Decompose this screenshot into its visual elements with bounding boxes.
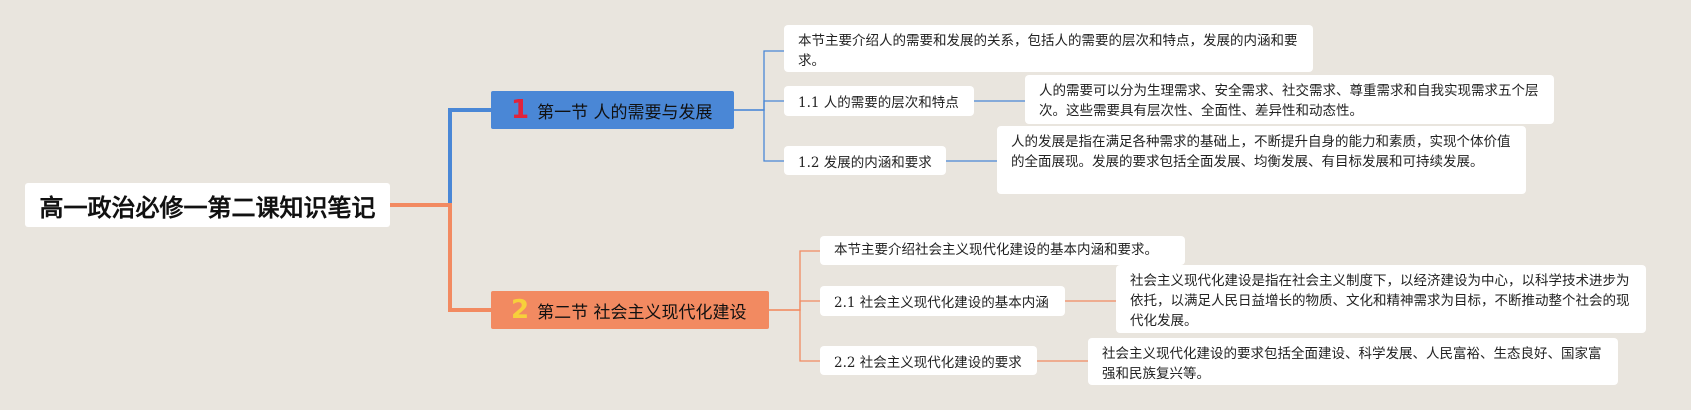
topic-2-2-detail-text: 社会主义现代化建设的要求包括全面建设、科学发展、人民富裕、生态良好、国家富强和民… [1102, 346, 1602, 382]
topic-1-2-label: 1.2 发展的内涵和要求 [798, 154, 932, 171]
topic-2-2-label: 2.2 社会主义现代化建设的要求 [834, 354, 1022, 371]
link-section-1-to-topic-2 [734, 109, 784, 162]
topic-1-2-detail-text: 人的发展是指在满足各种需求的基础上，不断提升自身的能力和素质，实现个体价值的全面… [1011, 134, 1511, 170]
link-section-2-to-topic-2 [769, 309, 820, 362]
root-topic[interactable]: 高一政治必修一第二课知识笔记 [25, 183, 390, 227]
section-1-title: 第一节 人的需要与发展 [537, 102, 713, 123]
link-section-1-to-topic-1 [734, 100, 784, 111]
topic-1-1-detail-card[interactable]: 人的需要可以分为生理需求、安全需求、社交需求、尊重需求和自我实现需求五个层次。这… [1025, 75, 1554, 124]
topic-1-1-detail-text: 人的需要可以分为生理需求、安全需求、社交需求、尊重需求和自我实现需求五个层次。这… [1039, 83, 1539, 119]
section-2-summary-card[interactable]: 本节主要介绍社会主义现代化建设的基本内涵和要求。 [820, 236, 1185, 265]
topic-2-1-detail-card[interactable]: 社会主义现代化建设是指在社会主义制度下，以经济建设为中心，以科学技术进步为依托，… [1116, 265, 1646, 333]
topic-1-1-node[interactable]: 1.1 人的需要的层次和特点 [784, 86, 974, 116]
topic-2-1-label: 2.1 社会主义现代化建设的基本内涵 [834, 295, 1049, 311]
section-2-summary-text: 本节主要介绍社会主义现代化建设的基本内涵和要求。 [834, 242, 1158, 258]
topic-1-1-label: 1.1 人的需要的层次和特点 [798, 95, 959, 111]
topic-1-2-node[interactable]: 1.2 发展的内涵和要求 [784, 146, 946, 175]
section-1-summary-card[interactable]: 本节主要介绍人的需要和发展的关系，包括人的需要的层次和特点，发展的内涵和要求。 [784, 25, 1313, 72]
topic-1-2-detail-card[interactable]: 人的发展是指在满足各种需求的基础上，不断提升自身的能力和素质，实现个体价值的全面… [997, 126, 1526, 194]
topic-2-1-node[interactable]: 2.1 社会主义现代化建设的基本内涵 [820, 286, 1065, 316]
section-1-number-badge: 1 [511, 95, 530, 125]
topic-2-2-detail-card[interactable]: 社会主义现代化建设的要求包括全面建设、科学发展、人民富裕、生态良好、国家富强和民… [1088, 338, 1618, 385]
section-1-node[interactable]: 1 第一节 人的需要与发展 [491, 91, 734, 129]
section-2-title: 第二节 社会主义现代化建设 [537, 302, 747, 323]
link-root-to-section-1 [390, 108, 491, 207]
topic-2-2-node[interactable]: 2.2 社会主义现代化建设的要求 [820, 346, 1037, 375]
link-root-to-section-2 [390, 203, 491, 312]
topic-2-1-detail-text: 社会主义现代化建设是指在社会主义制度下，以经济建设为中心，以科学技术进步为依托，… [1130, 273, 1630, 329]
link-section-2-to-topic-1 [769, 300, 820, 311]
section-2-number-badge: 2 [511, 295, 530, 325]
section-2-node[interactable]: 2 第二节 社会主义现代化建设 [491, 291, 769, 329]
section-1-summary-text: 本节主要介绍人的需要和发展的关系，包括人的需要的层次和特点，发展的内涵和要求。 [798, 33, 1298, 69]
